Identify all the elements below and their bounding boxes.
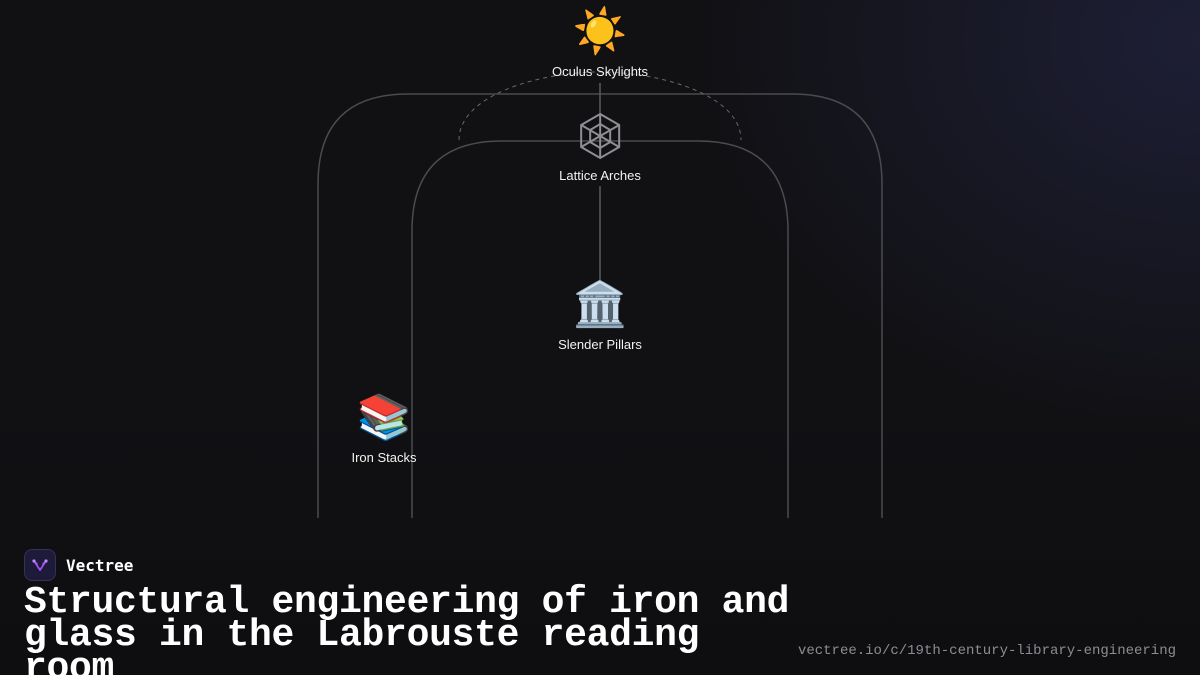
lattice-web-icon (580, 112, 620, 160)
node-label: Lattice Arches (559, 168, 641, 183)
brand-name: Vectree (66, 555, 134, 575)
vectree-logo-icon (24, 549, 56, 581)
page-title: Structural engineering of iron and glass… (24, 581, 790, 675)
sun-icon: ☀️ (572, 6, 628, 57)
node-label: Slender Pillars (558, 337, 642, 352)
classical-building-icon: 🏛️ (572, 279, 628, 330)
node-label: Iron Stacks (351, 450, 417, 465)
node-label: Oculus Skylights (551, 64, 649, 79)
node-slender-pillars[interactable]: 🏛️ Slender Pillars (558, 279, 642, 352)
books-icon: 📚 (356, 392, 412, 443)
node-lattice-arches[interactable]: Lattice Arches (559, 110, 641, 183)
footer: Vectree Structural engineering of iron a… (24, 540, 1176, 675)
source-url[interactable]: vectree.io/c/19th-century-library-engine… (797, 643, 1176, 659)
node-iron-stacks[interactable]: 📚 Iron Stacks (351, 392, 416, 465)
dashed-arc (458, 71, 742, 141)
node-oculus-skylights[interactable]: ☀️ Oculus Skylights (552, 6, 648, 79)
lattice-web-icon (576, 110, 624, 162)
brand[interactable]: Vectree (24, 549, 133, 581)
vectree-logo-icon (32, 559, 48, 571)
